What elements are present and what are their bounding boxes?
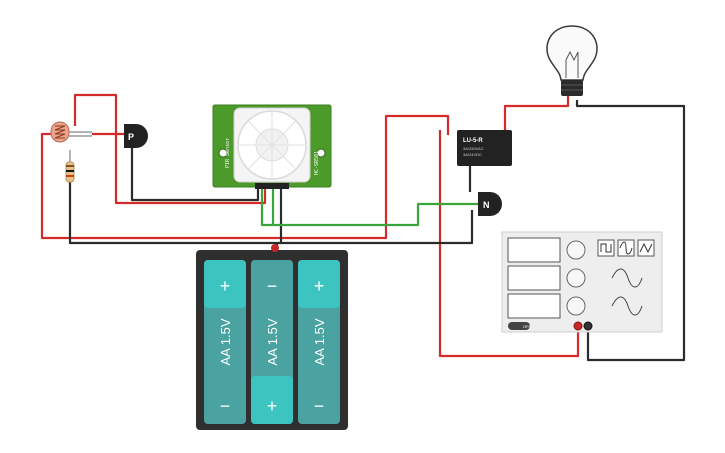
- pnp-transistor[interactable]: P: [124, 124, 148, 148]
- ldr-legs: [69, 131, 92, 137]
- battery-cell[interactable]: + − AA 1.5V: [298, 260, 340, 424]
- battery-cells: + − AA 1.5V − + AA 1.5V + − AA 1.5V: [204, 260, 340, 424]
- resistor-band-1: [66, 165, 74, 167]
- battery-cell[interactable]: − + AA 1.5V: [251, 260, 293, 424]
- pir-labels: PIR Sensor HC-SR501: [225, 138, 320, 175]
- battery-cell-bottom-sign: +: [267, 396, 278, 416]
- photoresistor[interactable]: [50, 121, 92, 143]
- battery-cell-bottom-sign: −: [314, 396, 325, 416]
- bulb-base-threads: [561, 84, 583, 91]
- pir-label-1: PIR Sensor: [225, 138, 231, 168]
- battery-cell-label: AA 1.5V: [218, 318, 233, 365]
- function-generator[interactable]: OFF: [501, 231, 663, 333]
- fg-terminal-positive[interactable]: [573, 321, 583, 331]
- ldr-track: [54, 125, 66, 139]
- fg-amplitude-icon: [611, 268, 643, 288]
- fg-offset-icon: [611, 296, 643, 316]
- square-wave-icon: [600, 243, 612, 253]
- wires: [40, 93, 686, 362]
- pir-sensor[interactable]: PIR Sensor HC-SR501: [212, 104, 332, 189]
- wire-black-pnp-emitter[interactable]: [130, 148, 260, 202]
- relay-spec-2: 3A/24VDC: [463, 152, 482, 157]
- resistor[interactable]: [65, 150, 75, 183]
- relay-spec-1: 3A/250VAC: [463, 146, 484, 151]
- battery-cell-label: AA 1.5V: [265, 318, 280, 365]
- fg-knobs: [566, 240, 586, 316]
- fg-knob-3[interactable]: [566, 296, 586, 316]
- fg-terminal-negative[interactable]: [583, 321, 593, 331]
- pnp-label: P: [128, 132, 134, 142]
- bulb-base: [561, 80, 583, 96]
- wire-green-pir-signal[interactable]: [271, 188, 478, 227]
- fg-display-1: [507, 237, 561, 263]
- pir-mount-hole-right: [316, 148, 326, 158]
- fg-display-2: [507, 265, 561, 291]
- wire-green-pir-short[interactable]: [260, 188, 273, 227]
- pir-header: [255, 183, 289, 189]
- pir-label-2: HC-SR501: [314, 151, 320, 175]
- battery-cell[interactable]: + − AA 1.5V: [204, 260, 246, 424]
- pir-mount-hole-left: [218, 148, 228, 158]
- wire-red-ldr-loop[interactable]: [40, 132, 272, 240]
- sine-wave-icon: [619, 241, 633, 255]
- triangle-wave-icon: [639, 242, 653, 254]
- fg-power-label: OFF: [523, 324, 532, 329]
- battery-cell-bottom-sign: −: [220, 396, 231, 416]
- resistor-band-2: [66, 170, 74, 172]
- wire-red-ldr-top[interactable]: [73, 93, 267, 205]
- battery-cell-positive-end: [251, 376, 293, 424]
- wire-black-ground-main[interactable]: [68, 182, 474, 245]
- wire-red-to-relay[interactable]: [272, 114, 450, 240]
- light-bulb[interactable]: [546, 25, 598, 96]
- battery-pack[interactable]: + − AA 1.5V − + AA 1.5V + − AA 1.5V: [196, 244, 348, 430]
- npn-label: N: [483, 200, 490, 210]
- npn-body: [478, 192, 502, 216]
- battery-cell-positive-end: [298, 260, 340, 308]
- bulb-filament: [565, 50, 579, 78]
- bulb-glass: [546, 25, 598, 81]
- resistor-band-3: [66, 175, 74, 177]
- battery-cell-top-sign: +: [314, 276, 325, 296]
- wire-black-lamp-fg[interactable]: [575, 100, 686, 362]
- fg-knob-1[interactable]: [566, 240, 586, 260]
- fg-display-3: [507, 293, 561, 319]
- pir-dome-facets: [238, 111, 306, 179]
- pnp-body: [124, 124, 148, 148]
- wire-red-relay-to-lamp[interactable]: [503, 96, 570, 142]
- battery-cell-top-sign: −: [267, 276, 278, 296]
- fg-knob-2[interactable]: [566, 268, 586, 288]
- battery-terminal: [271, 244, 279, 252]
- relay[interactable]: LU-5-R 3A/250VAC 3A/24VDC: [457, 130, 512, 166]
- fg-displays: [507, 237, 561, 319]
- npn-transistor[interactable]: N: [478, 192, 502, 216]
- relay-body: [457, 130, 512, 166]
- fg-power-switch[interactable]: [508, 322, 530, 330]
- relay-title: LU-5-R: [463, 138, 483, 144]
- battery-cell-label: AA 1.5V: [312, 318, 327, 365]
- battery-cell-top-sign: +: [220, 276, 231, 296]
- battery-cell-positive-end: [204, 260, 246, 308]
